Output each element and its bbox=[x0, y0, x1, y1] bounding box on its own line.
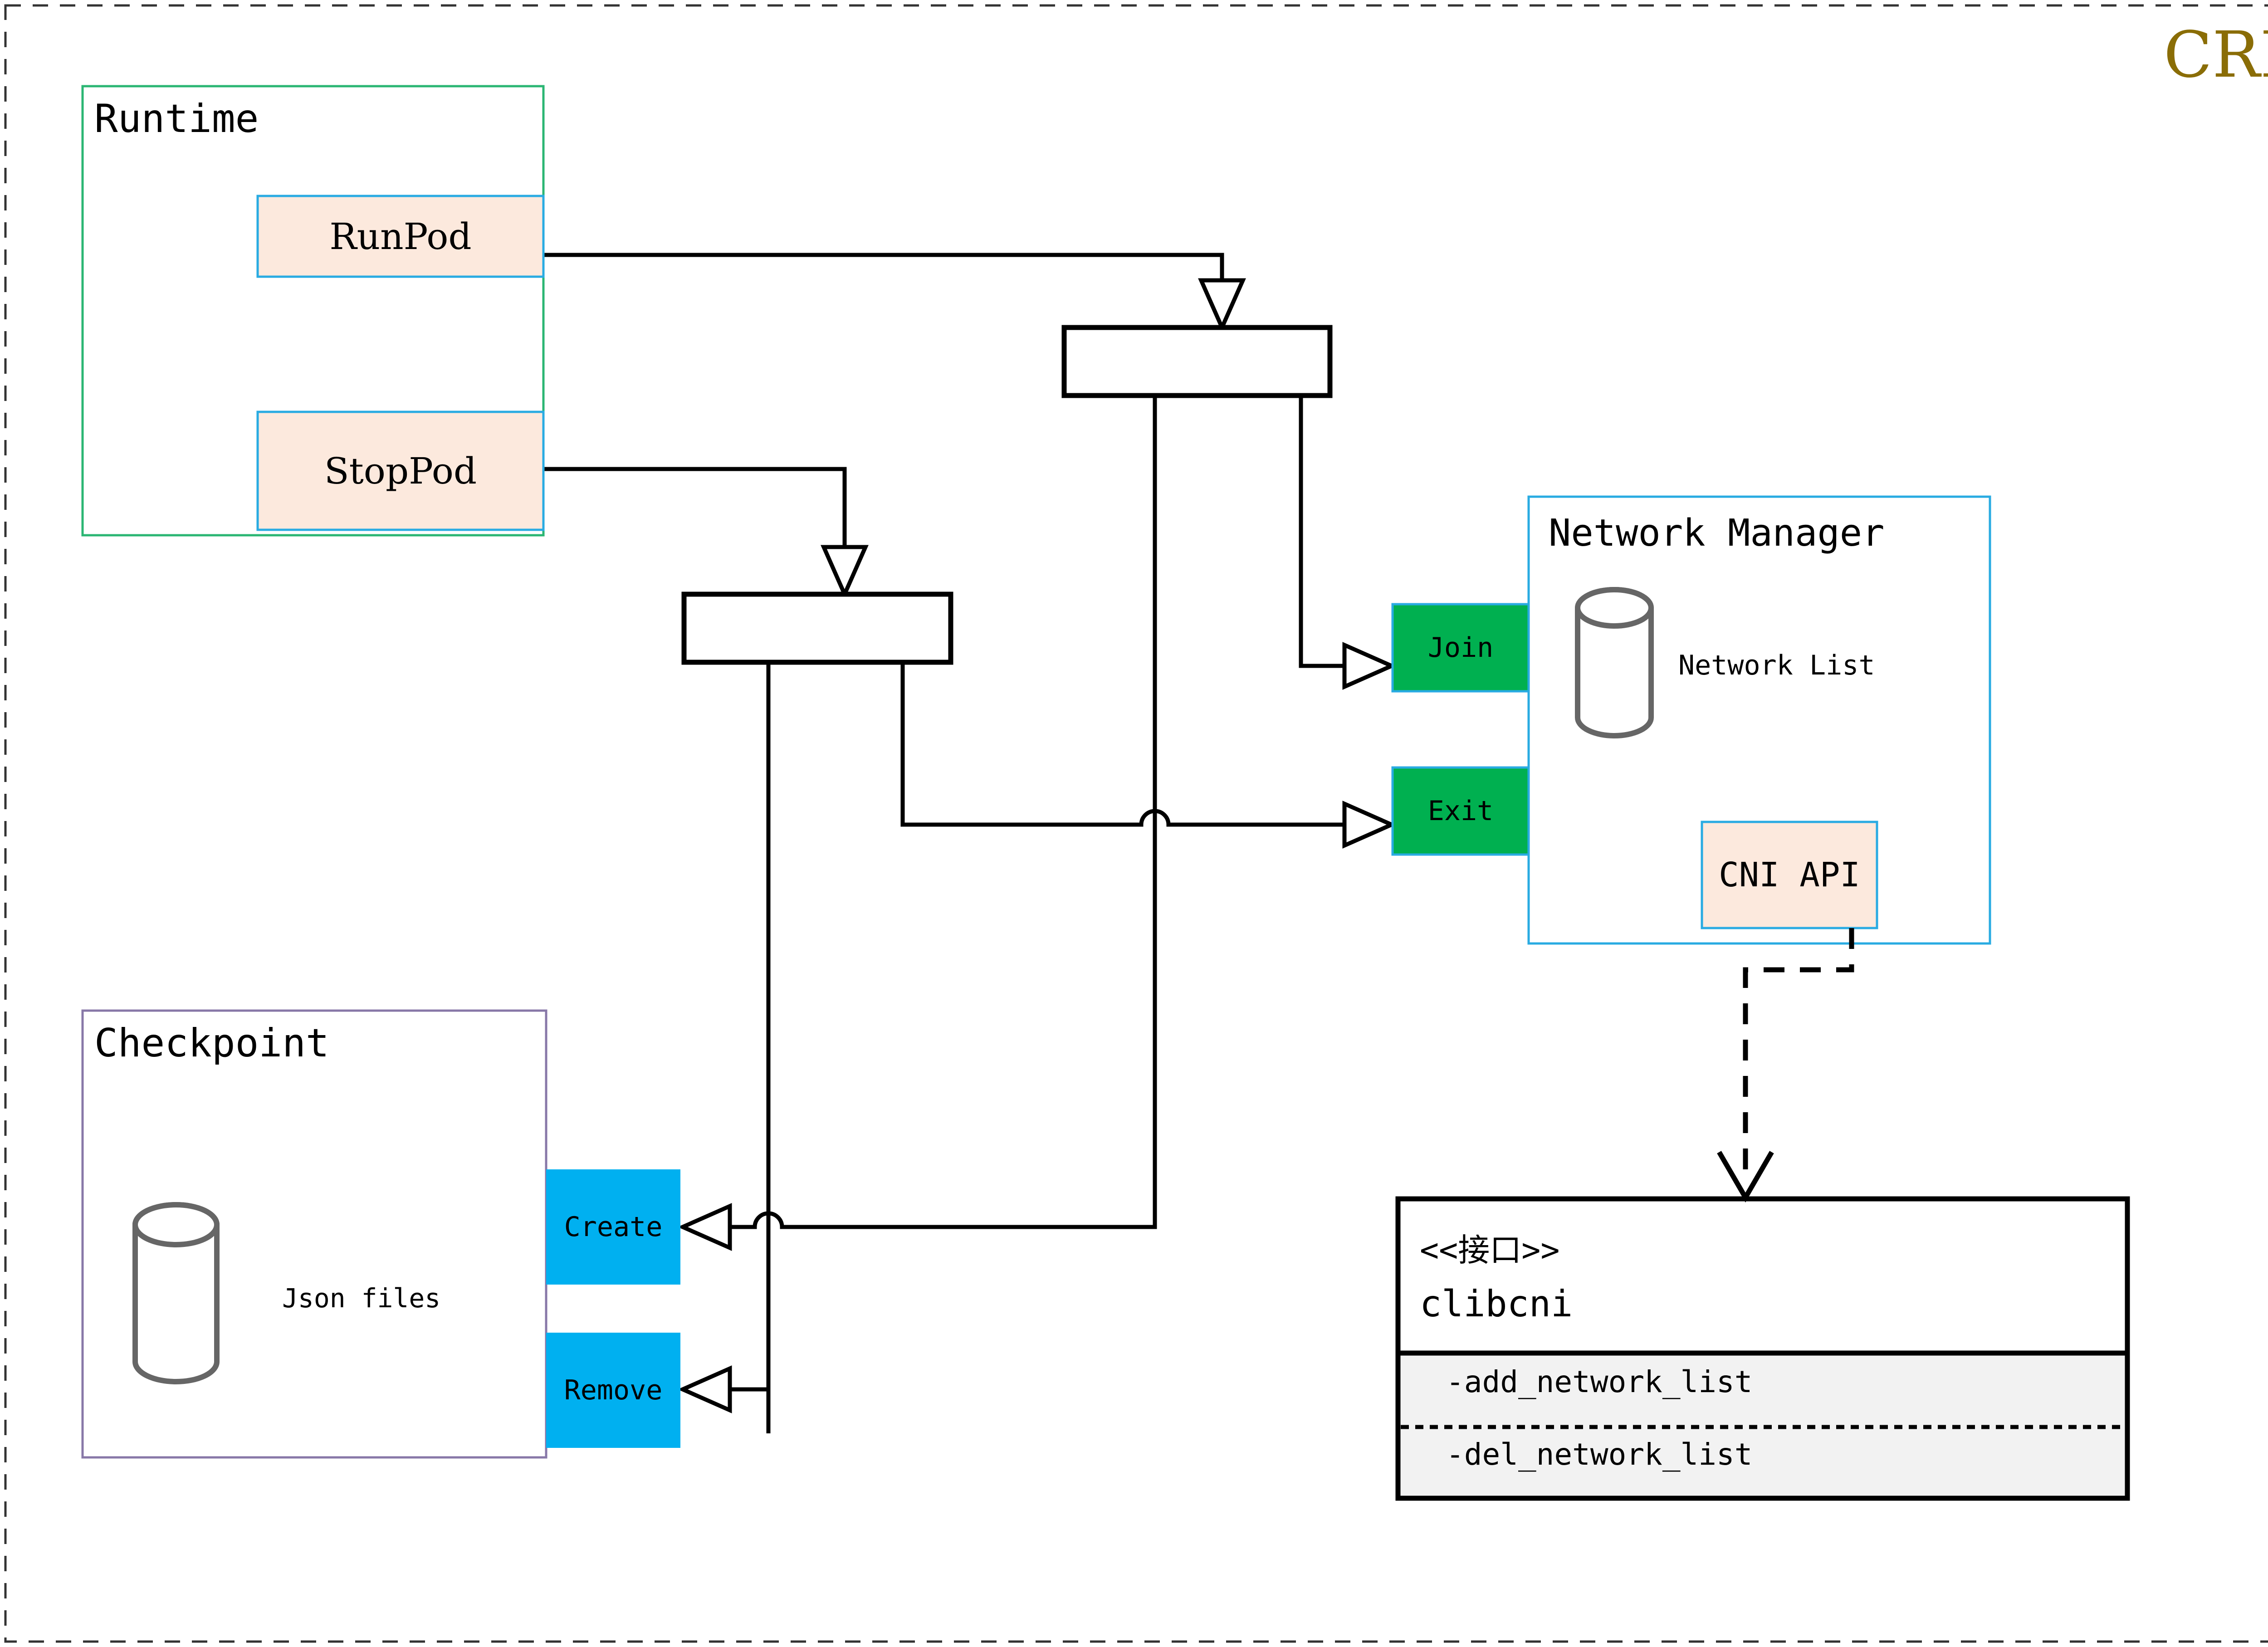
checkpoint-group-label: Checkpoint bbox=[94, 1021, 329, 1066]
runpod-box[interactable] bbox=[256, 195, 545, 278]
realization-cni-to-clibcni bbox=[1743, 928, 1854, 1170]
stoppod-label: StopPod bbox=[324, 450, 477, 492]
cni-api-box[interactable] bbox=[1701, 821, 1878, 929]
cni-api-label: CNI API bbox=[1719, 855, 1860, 894]
arrowhead-stoppod-junction bbox=[821, 545, 869, 600]
realization-arrowhead bbox=[1717, 1151, 1774, 1202]
line-create-feed bbox=[694, 1211, 1155, 1229]
connector-lines bbox=[543, 253, 1388, 1433]
network-list-label: Network List bbox=[1678, 650, 1875, 681]
network-list-cylinder-icon bbox=[1575, 587, 1654, 738]
clibcni-stereotype: <<接口>> bbox=[1420, 1232, 1560, 1269]
arrowhead-remove bbox=[677, 1365, 732, 1413]
join-label: Join bbox=[1427, 632, 1494, 664]
arrowhead-join bbox=[1342, 642, 1397, 690]
runtime-group-label: Runtime bbox=[94, 96, 259, 142]
stoppod-fork-junction-box[interactable] bbox=[681, 591, 953, 665]
network-manager-group-label: Network Manager bbox=[1549, 512, 1885, 555]
line-junction-top-right-leg bbox=[1299, 392, 1388, 668]
line-runpod-to-junction bbox=[543, 253, 1224, 305]
arrowheads bbox=[677, 278, 1397, 1413]
runpod-label: RunPod bbox=[329, 215, 472, 258]
json-files-cylinder-icon bbox=[132, 1202, 220, 1384]
json-files-label: Json files bbox=[282, 1283, 441, 1314]
line-junction-bottom-right-leg bbox=[900, 660, 1388, 827]
clibcni-method-del: -del_network_list bbox=[1446, 1437, 1753, 1472]
page-title: CRI bbox=[2164, 18, 2268, 92]
line-stoppod-to-junction bbox=[543, 467, 847, 572]
create-action-box[interactable] bbox=[546, 1169, 680, 1285]
remove-label: Remove bbox=[564, 1374, 663, 1406]
arrowhead-create bbox=[677, 1203, 732, 1251]
exit-port-box[interactable] bbox=[1391, 766, 1530, 856]
clibcni-method-add: -add_network_list bbox=[1446, 1364, 1753, 1399]
create-label: Create bbox=[564, 1211, 663, 1243]
arrowhead-runpod-junction bbox=[1198, 278, 1246, 333]
runpod-fork-junction-box[interactable] bbox=[1061, 325, 1333, 398]
exit-label: Exit bbox=[1427, 795, 1494, 827]
stoppod-box[interactable] bbox=[256, 411, 545, 531]
clibcni-name: clibcni bbox=[1420, 1283, 1573, 1325]
arrowhead-exit bbox=[1342, 801, 1397, 849]
outer-dashed-frame bbox=[4, 4, 2268, 1643]
line-junction-top-left-leg bbox=[799, 392, 1157, 1229]
join-port-box[interactable] bbox=[1391, 603, 1530, 693]
remove-action-box[interactable] bbox=[546, 1333, 680, 1448]
